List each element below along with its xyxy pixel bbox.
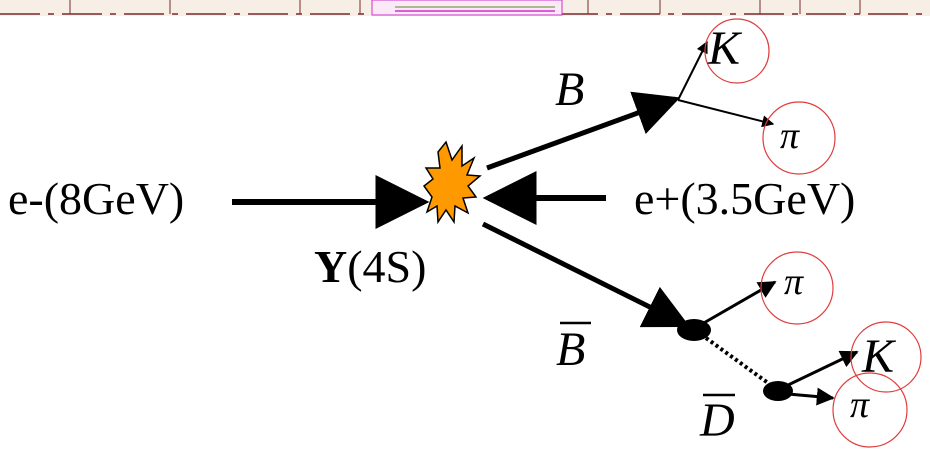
positron-beam-label: e+(3.5GeV) <box>634 173 856 224</box>
kaon-top-label: K <box>708 22 741 75</box>
b-meson-label: B <box>555 63 585 116</box>
pion-bottom-circle <box>832 372 908 448</box>
detector-image-strip <box>0 0 930 16</box>
b-meson-arrow <box>486 91 681 171</box>
electron-beam-label: e-(8GeV) <box>8 173 185 224</box>
resonance-state: (4S) <box>347 241 427 292</box>
pion-mid-label: π <box>784 261 804 303</box>
resonance-label: Y(4S) <box>314 244 426 290</box>
dbar-decay-vertex <box>763 381 793 401</box>
pion-bottom-label: π <box>850 384 870 426</box>
bbar-meson-arrow <box>481 221 691 328</box>
pion-mid-circle <box>760 251 834 325</box>
pion-mid-track <box>701 280 777 326</box>
kaon-bottom-track <box>785 350 859 388</box>
kaon-top-track <box>677 40 708 101</box>
resonance-symbol: Y <box>314 241 348 292</box>
pion-top-circle <box>762 101 836 175</box>
pion-bottom-track <box>787 387 835 406</box>
pion-top-label: π <box>780 115 800 157</box>
kaon-bottom-circle <box>850 321 922 393</box>
kaon-top-circle <box>704 18 770 84</box>
dbar-meson-label: D <box>700 394 735 447</box>
collision-burst-icon <box>422 140 482 225</box>
bbar-meson-label: B <box>556 323 586 376</box>
pion-top-track <box>677 99 775 128</box>
dbar-flight-line <box>704 336 770 385</box>
kaon-bottom-label: K <box>862 330 895 383</box>
